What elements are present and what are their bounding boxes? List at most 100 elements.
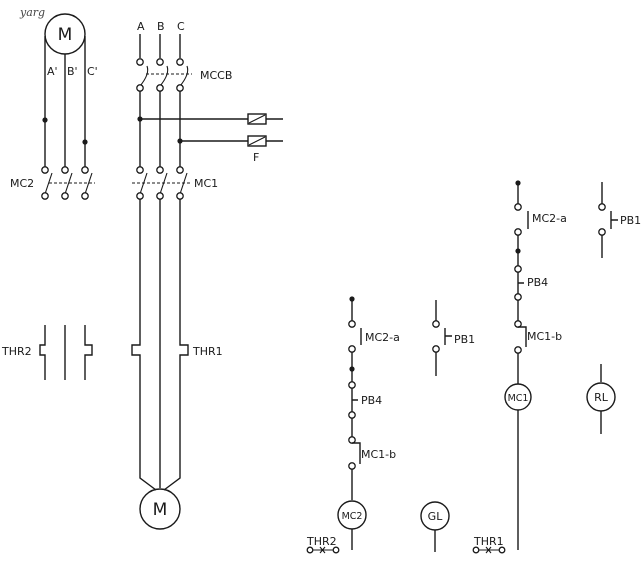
pb4-label: PB4 [361,394,382,407]
terminal [514,320,522,328]
terminal [498,546,506,554]
thermal-element [84,325,93,380]
supply-wires [139,34,181,58]
motor-top-symbol: M [58,25,73,45]
fuse-label: F [253,151,259,164]
contactor-mc1: MC1 [132,166,218,200]
terminal [514,293,522,301]
terminal [156,58,164,66]
terminal [306,546,314,554]
terminal [176,192,184,200]
contact-blades [44,172,93,195]
phase-label-c-prime: C' [87,65,98,78]
control-circuit-mc1: MC2-a PB1 PB4 MC1-b MC1 THR1 RL [472,180,641,554]
terminal [472,546,480,554]
terminal [81,166,89,174]
thermal-thr2-label: THR2 [1,345,32,358]
control-circuit-mc2: MC2-a PB1 PB4 MC1-b MC2 THR2 GL [306,296,475,554]
terminal [598,228,606,236]
pushbutton-bar [444,328,452,345]
watermark-text: yarg [19,6,45,19]
contactor-mc1-label: MC1 [194,177,218,190]
terminal [136,84,144,92]
terminal [598,203,606,211]
junction-dot [349,366,355,372]
thermal-thr2: THR2 [1,325,93,380]
terminal [176,58,184,66]
terminal [41,192,49,200]
mc1-b-contact-label: MC1-b [361,448,396,461]
thr2-contact-label: THR2 [306,535,337,548]
lamp-gl-label: GL [428,510,444,523]
thermal-thr1-label: THR1 [192,345,223,358]
main-supply: A B C [137,20,185,58]
mccb-to-mc1-wires [139,91,181,167]
pb1-label: PB1 [454,333,475,346]
lamp-rl-label: RL [594,391,609,404]
terminal [41,166,49,174]
phase-label-a: A [137,20,145,33]
thermal-thr1: THR1 [131,199,223,491]
thr1-contact-label: THR1 [473,535,504,548]
fuse-element [248,114,266,124]
terminal [61,192,69,200]
pushbutton-bar [517,272,524,294]
coil-mc1-label: MC1 [508,393,529,404]
coil-mc2-label: MC2 [342,511,363,522]
terminal [514,265,522,273]
terminal [176,166,184,174]
terminal [514,203,522,211]
thr2-trip-mark [319,546,326,554]
terminal [348,436,356,444]
motor-bottom: M [139,488,181,530]
motor-top: M A' B' C' [42,13,98,167]
terminal [176,84,184,92]
junction-dot [42,117,48,123]
terminal [332,546,340,554]
terminal [348,411,356,419]
interlock-bar [518,326,527,347]
terminal [348,345,356,353]
motor-bottom-symbol: M [153,500,168,520]
terminal [81,192,89,200]
contactor-mc2: MC2 [10,166,95,200]
terminal [514,228,522,236]
terminal [136,192,144,200]
pushbutton-bar [610,211,618,229]
mc1-b-contact-label-right: MC1-b [527,330,562,343]
junction-dot [515,248,521,254]
terminal [432,320,440,328]
terminal [156,166,164,174]
phase-label-a-prime: A' [47,65,58,78]
mccb: MCCB [136,58,232,167]
phase-label-c: C [177,20,185,33]
terminal [432,345,440,353]
terminal [136,58,144,66]
terminal [348,462,356,470]
fuse-element [248,136,266,146]
mc2-a-contact-label: MC2-a [365,331,400,344]
junction-dot [82,139,88,145]
pb1-label-right: PB1 [620,214,641,227]
motor-bottom-circle [139,488,181,530]
phase-label-b-prime: B' [67,65,78,78]
wire-phase-a [131,199,157,491]
breaker-arcs [139,65,189,87]
terminal [348,320,356,328]
terminal [136,166,144,174]
fuse-body [247,113,267,125]
wire-phase-c [163,199,189,491]
pb4-label-right: PB4 [527,276,548,289]
contactor-mc2-label: MC2 [10,177,34,190]
terminal [514,346,522,354]
thermal-element [39,325,46,380]
mc2-a-contact-label-right: MC2-a [532,212,567,225]
thr1-trip-mark [485,546,492,554]
phase-label-b: B [157,20,165,33]
terminal [156,192,164,200]
terminal [348,381,356,389]
interlock-bar [352,442,361,464]
mccb-label: MCCB [200,69,232,82]
terminal [61,166,69,174]
